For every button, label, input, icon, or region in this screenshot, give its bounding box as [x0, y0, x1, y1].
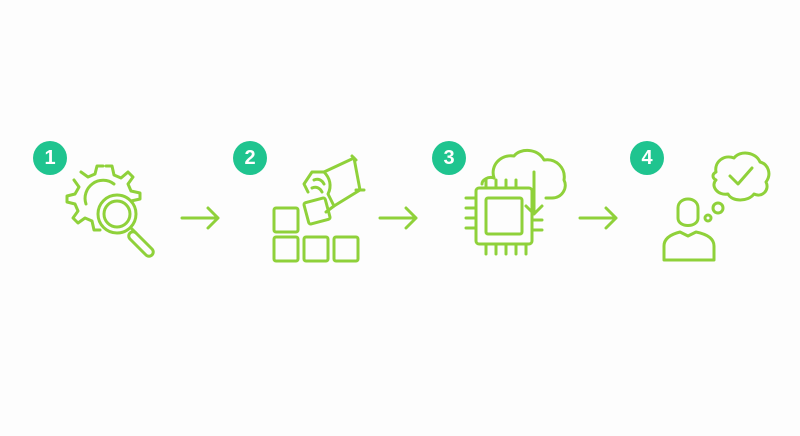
- right-arrow-icon: [578, 205, 620, 231]
- step-3-badge: 3: [432, 141, 466, 175]
- hand-building-blocks-icon: [268, 150, 378, 265]
- right-arrow-icon: [180, 205, 222, 231]
- step-4-badge: 4: [630, 141, 664, 175]
- step-1-badge: 1: [33, 141, 67, 175]
- person-thinking-check-icon: [660, 151, 772, 264]
- cloud-chip-download-icon: [460, 149, 572, 265]
- right-arrow-icon: [378, 205, 420, 231]
- step-2-badge: 2: [233, 141, 267, 175]
- gear-magnifier-icon: [62, 160, 177, 270]
